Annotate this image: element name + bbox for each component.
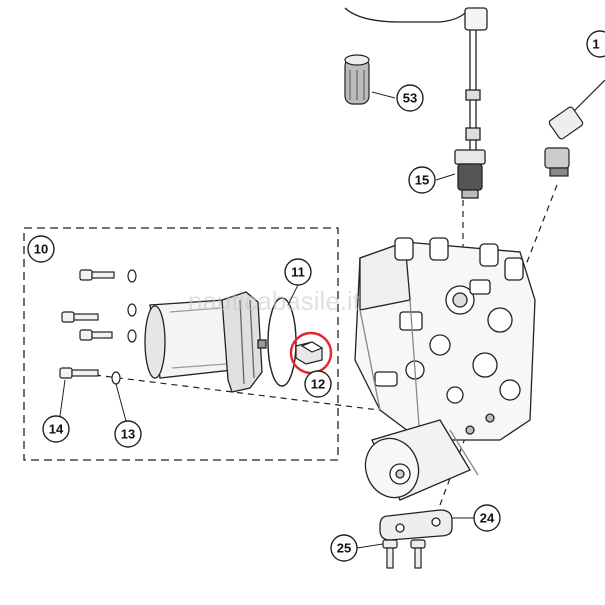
o-ring bbox=[267, 297, 297, 387]
bolt-set bbox=[59, 269, 115, 379]
reservoir-cylinder bbox=[364, 419, 479, 501]
washer-set bbox=[111, 269, 137, 385]
svg-text:10: 10 bbox=[34, 242, 48, 257]
callout-1: 1 bbox=[586, 30, 605, 58]
mounting-bracket bbox=[379, 509, 453, 541]
svg-text:13: 13 bbox=[121, 427, 135, 442]
screw-set bbox=[382, 539, 426, 569]
hydraulic-pump-block bbox=[354, 237, 536, 441]
svg-text:24: 24 bbox=[480, 511, 495, 526]
svg-text:25: 25 bbox=[337, 541, 351, 556]
watermark: nauticabasile.it bbox=[188, 286, 361, 316]
coupling-part bbox=[295, 341, 324, 365]
callout-leaders bbox=[59, 91, 474, 549]
sensor-cable bbox=[344, 7, 488, 150]
svg-text:11: 11 bbox=[291, 265, 305, 280]
side-connector bbox=[544, 79, 605, 177]
filter-cylinder bbox=[344, 54, 370, 105]
svg-text:1: 1 bbox=[592, 37, 599, 52]
callout-13: 13 bbox=[114, 420, 142, 448]
callout-10: 10 bbox=[27, 235, 55, 263]
electric-motor bbox=[144, 291, 267, 393]
pressure-sensor bbox=[454, 149, 486, 199]
svg-text:53: 53 bbox=[403, 91, 417, 106]
callout-11: 11 bbox=[284, 258, 312, 286]
callout-53: 53 bbox=[396, 84, 424, 112]
assembly-group-box bbox=[23, 227, 339, 461]
callout-24: 24 bbox=[473, 504, 501, 532]
svg-text:15: 15 bbox=[415, 173, 429, 188]
callout-25: 25 bbox=[330, 534, 358, 562]
svg-text:14: 14 bbox=[49, 422, 64, 437]
callout-12: 12 bbox=[304, 370, 332, 398]
callout-14: 14 bbox=[42, 415, 70, 443]
svg-text:12: 12 bbox=[311, 377, 325, 392]
callout-15: 15 bbox=[408, 166, 436, 194]
